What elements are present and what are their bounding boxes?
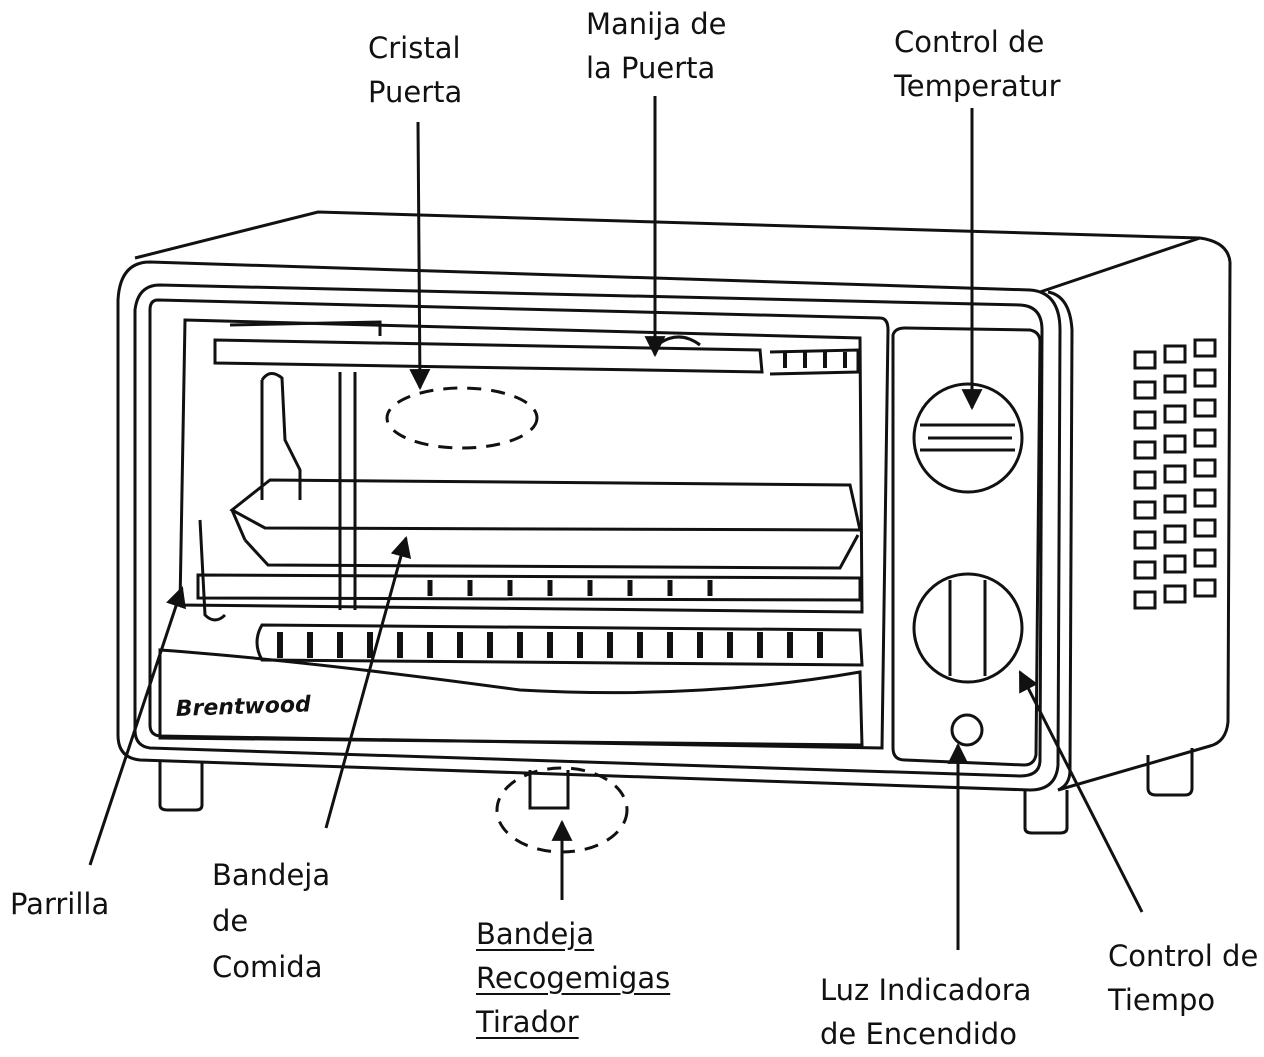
arrow-rack	[88, 586, 187, 866]
label-line: Comida	[212, 950, 323, 984]
label-line: Tiempo	[1108, 983, 1216, 1017]
callout-arrows	[88, 96, 1144, 950]
side-vents	[1133, 338, 1217, 610]
label-glass-door: Cristal Puerta	[368, 26, 462, 114]
label-crumb-tray: Bandeja Recogemigas Tirador	[476, 912, 670, 1044]
label-line: Tirador	[476, 1005, 579, 1039]
label-line: Control de	[1108, 939, 1259, 973]
highlight-ellipses	[385, 386, 629, 854]
oven-body	[116, 210, 1232, 835]
label-line: de	[212, 904, 249, 938]
label-line: Bandeja	[476, 917, 595, 951]
label-line: Recogemigas	[476, 961, 671, 995]
label-door-handle: Manija de la Puerta	[586, 2, 727, 90]
label-temp-control: Control de Temperatur	[894, 20, 1061, 108]
label-line: Temperatur	[894, 69, 1061, 103]
label-food-tray: Bandeja de Comida	[212, 852, 330, 990]
label-timer-control: Control de Tiempo	[1108, 934, 1258, 1022]
label-line: Parrilla	[10, 887, 110, 921]
arrow-timer	[1018, 670, 1144, 913]
arrow-food-tray	[324, 535, 412, 829]
label-line: Puerta	[368, 75, 463, 109]
arrow-glass	[409, 121, 431, 391]
brand-logo: Brentwood	[175, 692, 311, 722]
label-power-light: Luz Indicadora de Encendido	[820, 968, 1031, 1056]
heater-grill-marks	[277, 352, 847, 658]
label-line: Control de	[894, 25, 1045, 59]
label-line: Cristal	[368, 31, 461, 65]
label-line: de Encendido	[820, 1017, 1017, 1051]
label-rack: Parrilla	[10, 882, 109, 926]
label-line: la Puerta	[586, 51, 716, 85]
glass-highlight	[385, 386, 539, 450]
label-line: Luz Indicadora	[820, 973, 1032, 1007]
label-line: Manija de	[586, 7, 727, 41]
label-line: Bandeja	[212, 858, 331, 892]
